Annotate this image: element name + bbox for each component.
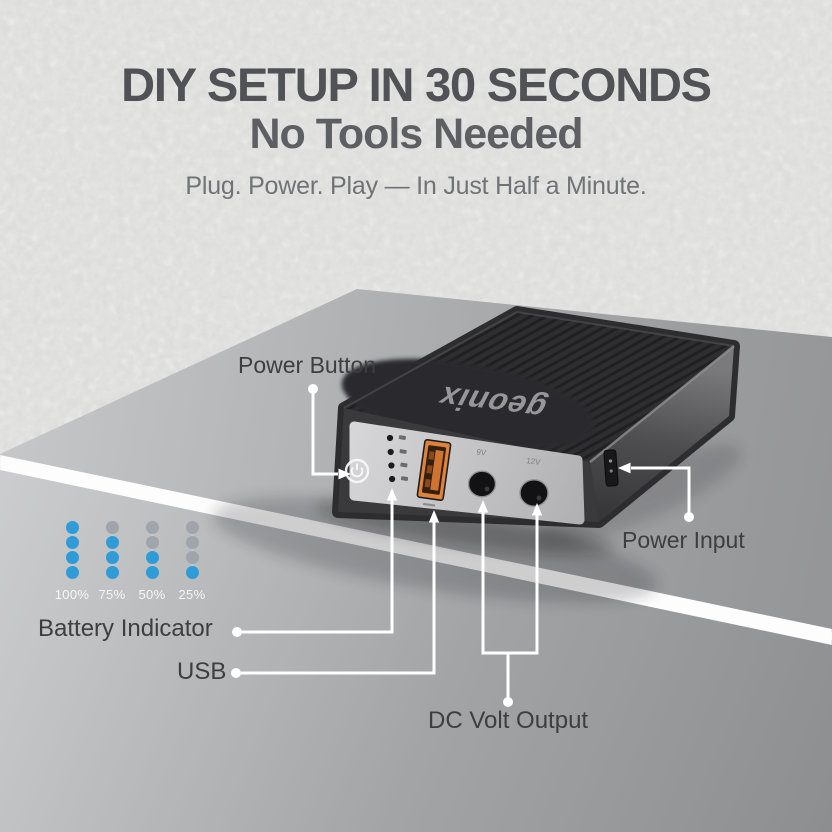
- battery-dots: [145, 521, 159, 579]
- battery-column-25: 25%: [172, 521, 212, 602]
- battery-percent-label: 75%: [98, 587, 126, 602]
- power-button-line: [311, 392, 338, 476]
- battery-indicator-label: Battery Indicator: [38, 615, 213, 642]
- battery-dots: [65, 521, 79, 579]
- battery-legend: 100% 75% 50% 25%: [52, 521, 212, 602]
- dc-output-line: [481, 512, 539, 698]
- power-input-port: [603, 449, 619, 487]
- battery-column-75: 75%: [92, 521, 132, 602]
- battery-indicator-dot: [232, 627, 242, 637]
- usb-label: USB: [177, 658, 227, 685]
- battery-dots: [185, 521, 199, 579]
- battery-percent-label: 25%: [178, 587, 206, 602]
- arrow-left-icon: [618, 462, 631, 474]
- battery-percent-label: 100%: [54, 587, 90, 602]
- page-subtitle: No Tools Needed: [249, 110, 583, 158]
- battery-indicator-line: [241, 500, 394, 634]
- page-title: DIY SETUP IN 30 SECONDS: [121, 58, 712, 111]
- power-input-dot: [684, 512, 694, 522]
- battery-percent-label: 50%: [138, 587, 166, 602]
- arrow-up-icon: [428, 510, 440, 523]
- dc-9v-label: 9V: [476, 447, 488, 457]
- arrow-up-icon: [386, 488, 398, 501]
- usb-port: [416, 438, 452, 507]
- led-indicators: [386, 434, 409, 483]
- header: DIY SETUP IN 30 SECONDS No Tools Needed …: [0, 58, 832, 201]
- usb-dot: [231, 668, 241, 678]
- dc-jack-12v: [519, 479, 549, 507]
- arrow-up-icon: [477, 500, 489, 513]
- battery-dots: [105, 521, 119, 579]
- dc-12v-label: 12V: [526, 456, 542, 467]
- power-button: [344, 458, 370, 484]
- battery-column-50: 50%: [132, 521, 172, 602]
- dc-volt-output-label: DC Volt Output: [428, 707, 589, 734]
- power-input-label: Power Input: [622, 527, 745, 553]
- dc-output-dot: [503, 697, 513, 707]
- device-side-face: [589, 345, 735, 522]
- page-tagline: Plug. Power. Play — In Just Half a Minut…: [185, 172, 647, 200]
- usb-line: [241, 522, 436, 675]
- battery-column-100: 100%: [52, 521, 92, 602]
- power-input-line: [631, 466, 691, 513]
- power-button-dot: [308, 384, 318, 394]
- power-button-label: Power Button: [238, 352, 377, 378]
- arrow-right-icon: [338, 468, 351, 480]
- dc-output-jacks: 9V 12V: [467, 447, 549, 507]
- arrow-up-icon: [531, 503, 543, 516]
